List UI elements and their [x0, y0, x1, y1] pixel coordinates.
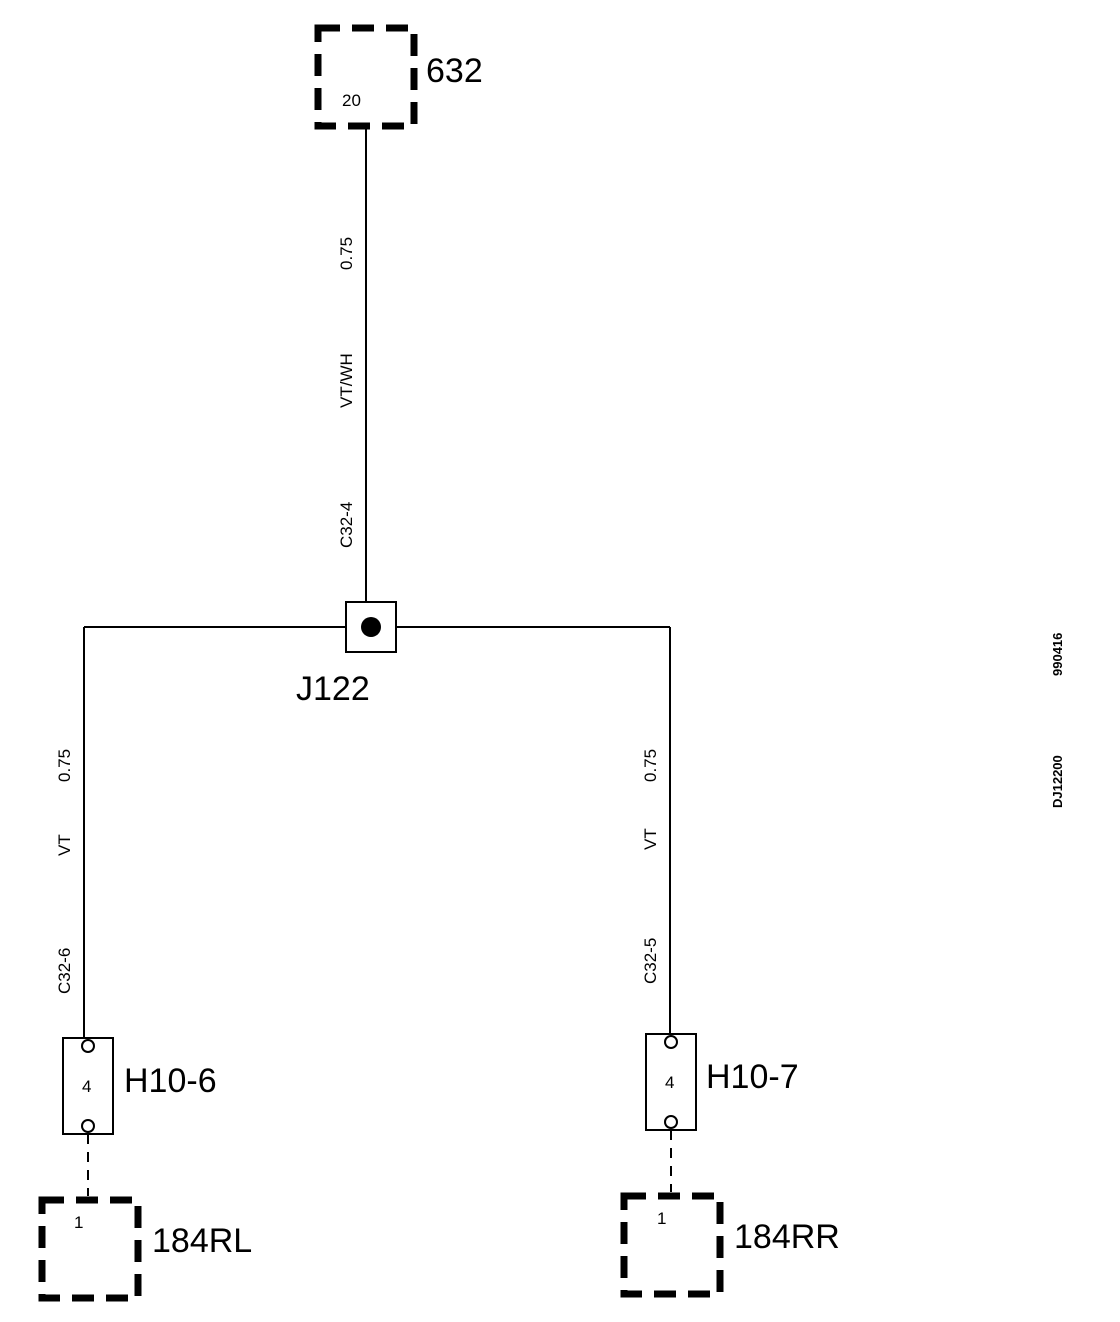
- wire-top-circuit: C32-4: [337, 502, 356, 548]
- connector-h10-7-box: [645, 1033, 697, 1131]
- wire-top-size: 0.75: [337, 237, 356, 270]
- component-184rr-label: 184RR: [734, 1218, 840, 1256]
- component-184rl-box: [38, 1196, 142, 1302]
- wire-right-size: 0.75: [641, 749, 660, 782]
- wire-top-color: VT/WH: [337, 353, 356, 408]
- junction-dot: [361, 617, 381, 637]
- drawing-code: DJ12200: [1050, 755, 1065, 808]
- connector-h10-6: 4 H10-6: [62, 1037, 217, 1135]
- connector-h10-7-label: H10-7: [706, 1058, 799, 1096]
- wire-right-color: VT: [641, 828, 660, 850]
- connector-h10-7-terminal-bottom: [664, 1115, 678, 1129]
- connector-h10-6-pin: 4: [82, 1077, 91, 1096]
- component-184rl-pin: 1: [74, 1213, 83, 1232]
- component-184rr-box: [620, 1192, 724, 1298]
- component-184rl: 1 184RL: [38, 1196, 252, 1302]
- component-632-box: [314, 24, 418, 130]
- component-184rr-pin: 1: [657, 1209, 666, 1228]
- component-632-label: 632: [426, 52, 483, 90]
- component-184rr: 1 184RR: [620, 1192, 840, 1298]
- junction-j122: J122: [84, 601, 670, 708]
- connector-h10-6-label: H10-6: [124, 1062, 217, 1100]
- component-184rl-label: 184RL: [152, 1222, 252, 1260]
- connector-h10-6-terminal-bottom: [81, 1119, 95, 1133]
- wire-left-circuit: C32-6: [55, 948, 74, 994]
- wire-right-circuit: C32-5: [641, 938, 660, 984]
- connector-h10-7-terminal-top: [664, 1035, 678, 1049]
- date-code: 990416: [1050, 633, 1065, 676]
- connector-h10-7-pin: 4: [665, 1073, 674, 1092]
- wire-left-size: 0.75: [55, 749, 74, 782]
- component-632-pin: 20: [342, 91, 361, 110]
- connector-h10-6-terminal-top: [81, 1039, 95, 1053]
- connector-h10-7: 4 H10-7: [645, 1033, 799, 1131]
- wire-left-color: VT: [55, 834, 74, 856]
- junction-label: J122: [296, 670, 370, 708]
- component-632: 20 632: [314, 24, 483, 130]
